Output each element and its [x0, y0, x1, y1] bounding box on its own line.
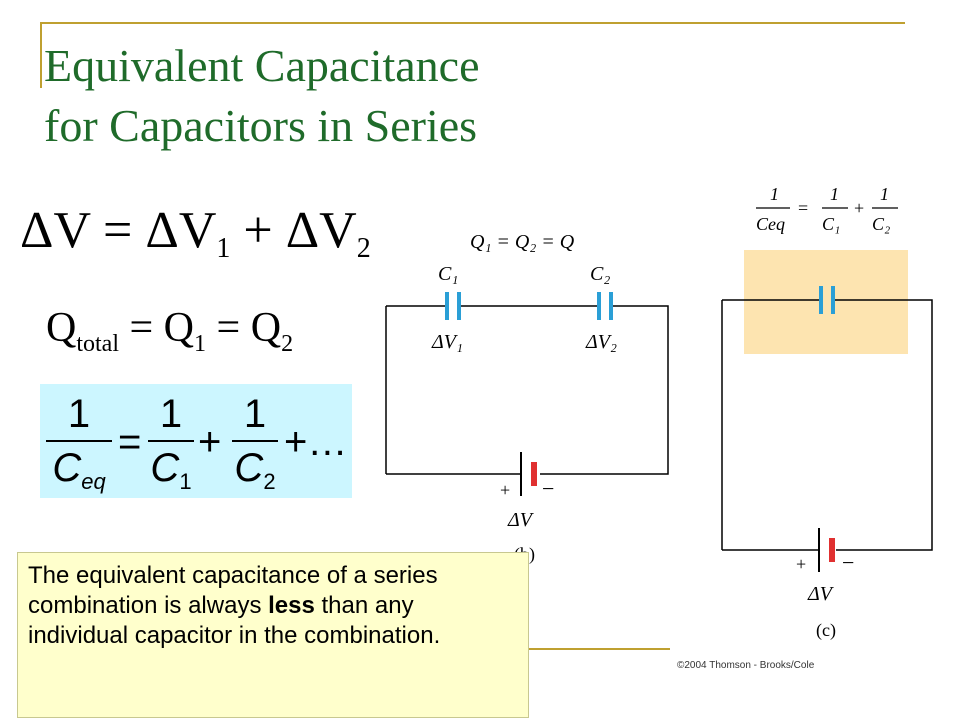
frac-c: C	[52, 446, 82, 490]
ceq-plus: +	[854, 198, 864, 218]
battery-minus: −	[842, 550, 854, 575]
circuit-figures: Q₁ = Q₂ = Q C₁ C₂ ΔV₁ ΔV₂ + − ΔV (b) 1 C…	[385, 184, 933, 641]
plus-ellipsis: +…	[284, 420, 348, 464]
dv-label: ΔV	[807, 583, 835, 605]
wire-c	[722, 299, 933, 551]
equivalent-capacitance-formula: 1 Ceq = 1 C1 + 1 C2 +…	[40, 384, 352, 498]
ceq-num: 1	[770, 184, 779, 204]
frac-bar	[148, 440, 194, 442]
frac-c: C	[234, 446, 264, 490]
eq2-sub2: 2	[281, 331, 294, 357]
eq1-sub1: 1	[216, 233, 231, 264]
left-rule	[40, 22, 42, 88]
c2-label: C₂	[590, 263, 610, 285]
eq1-mid: + ΔV	[230, 202, 357, 259]
frac-eq-sub: eq	[81, 469, 106, 494]
battery-plus: +	[796, 554, 806, 574]
ceq-formula: 1 Ceq = 1 C₁ + 1 C₂	[756, 184, 898, 234]
caption-c: (c)	[816, 620, 836, 641]
equals-sign: =	[118, 420, 142, 464]
eq2-q: Q	[46, 305, 77, 351]
note-text-after: than any individual capacitor in the com…	[28, 592, 441, 649]
c2-num: 1	[880, 184, 889, 204]
highlight-box	[744, 250, 908, 354]
eq1-lhs: ΔV = ΔV	[20, 202, 217, 259]
plus-sign: +	[198, 420, 222, 464]
ceq-equals: =	[798, 198, 808, 218]
dv-label: ΔV	[507, 509, 535, 531]
voltage-sum-equation: ΔV = ΔV1 + ΔV2	[20, 196, 371, 284]
c1-den: C₁	[822, 214, 840, 234]
c1-num: 1	[830, 184, 839, 204]
note-text-before: The equivalent capacitance of a series c…	[28, 562, 438, 619]
frac-num: 1	[67, 392, 91, 436]
slide-title: Equivalent Capacitance for Capacitors in…	[44, 36, 480, 156]
frac-ceq: 1 Ceq	[46, 392, 112, 504]
note-bold: less	[268, 592, 315, 619]
frac-num: 1	[243, 392, 267, 436]
ceq-den: Ceq	[756, 214, 785, 234]
frac-c: C	[150, 446, 180, 490]
eq2-sub1: 1	[194, 331, 207, 357]
eq2-total: total	[76, 331, 119, 357]
frac-c2: 1 C2	[232, 392, 278, 504]
battery-minus: −	[542, 476, 554, 501]
frac-bar	[46, 440, 112, 442]
circuit-b: Q₁ = Q₂ = Q C₁ C₂ ΔV₁ ΔV₂ + − ΔV (b)	[385, 231, 669, 565]
copyright: ©2004 Thomson - Brooks/Cole	[677, 660, 815, 671]
frac-num: 1	[159, 392, 183, 436]
title-line-2: for Capacitors in Series	[44, 100, 478, 151]
c2-den: C₂	[872, 214, 890, 234]
charge-label: Q₁ = Q₂ = Q	[470, 231, 575, 253]
eq2-part1: = Q	[119, 305, 195, 351]
circuit-c: 1 Ceq = 1 C₁ + 1 C₂ + − ΔV (c)	[721, 184, 933, 641]
c1-label: C₁	[438, 263, 458, 285]
battery-plus: +	[500, 480, 510, 500]
eq1-sub2: 2	[356, 233, 371, 264]
title-line-1: Equivalent Capacitance	[44, 40, 480, 91]
frac-bar	[232, 440, 278, 442]
frac-c1: 1 C1	[148, 392, 194, 504]
eq2-part2: = Q	[206, 305, 282, 351]
dv2-label: ΔV₂	[585, 331, 617, 353]
frac-sub1: 1	[179, 469, 192, 494]
wire-b	[386, 305, 669, 475]
frac-sub2: 2	[263, 469, 276, 494]
dv1-label: ΔV₁	[431, 331, 463, 353]
top-rule	[40, 22, 905, 24]
note-box: The equivalent capacitance of a series c…	[17, 552, 529, 718]
charge-equality-equation: Qtotal = Q1 = Q2	[46, 300, 293, 372]
